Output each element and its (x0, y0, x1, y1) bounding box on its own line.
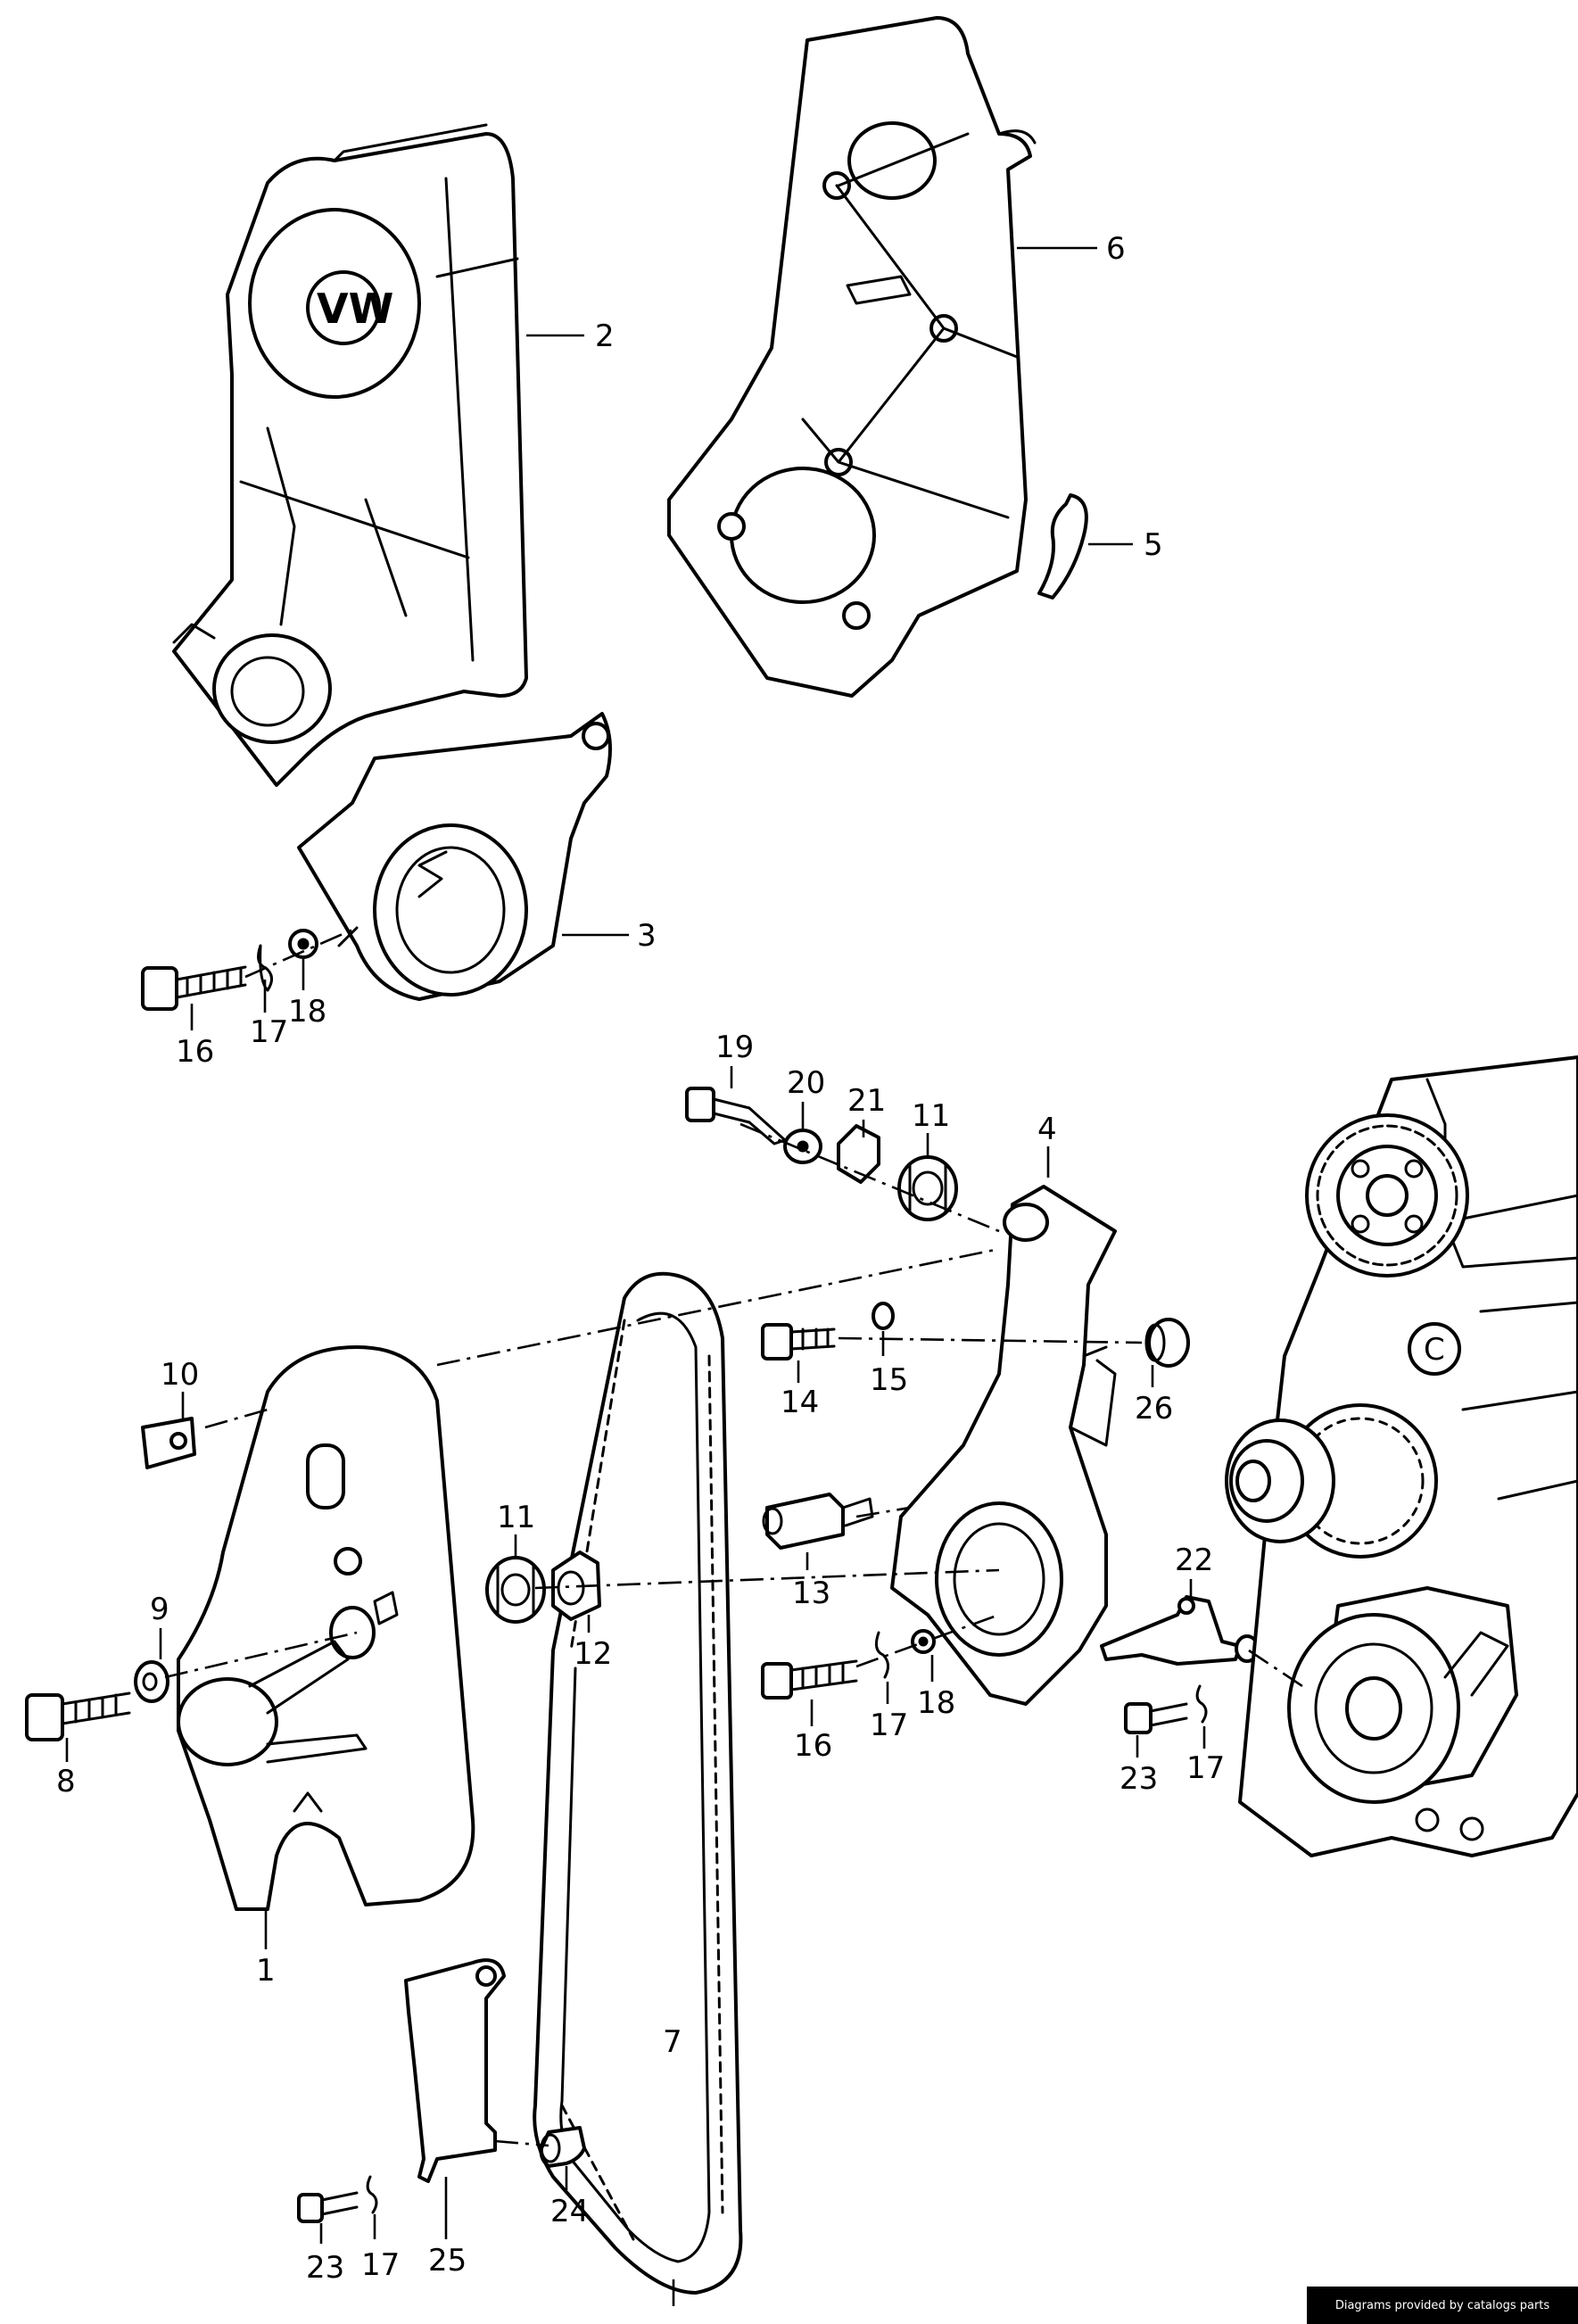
leader-lines (65, 246, 1206, 2306)
callout-23a: 23 (1119, 1761, 1158, 1797)
credit-badge: Diagrams provided by catalogs parts (1307, 2287, 1578, 2324)
callout-1: 1 (256, 1953, 276, 1989)
callout-2: 2 (595, 318, 615, 354)
callout-22: 22 (1175, 1542, 1213, 1578)
svg-text:VW: VW (317, 285, 393, 333)
callout-10: 10 (161, 1357, 199, 1393)
rear-timing-cover-part-6 (667, 16, 1037, 698)
callout-11b: 11 (497, 1500, 535, 1535)
spacer-11-roller-12 (485, 1551, 601, 1624)
callout-18a: 18 (288, 994, 326, 1030)
engine-bracket-part-4 (890, 1185, 1117, 1706)
engine-block: C (1225, 1055, 1578, 1857)
callout-8: 8 (56, 1764, 76, 1799)
bolt-14-washer-15 (761, 1302, 895, 1360)
bolt-8-washer-9 (25, 1660, 169, 1741)
callout-16a: 16 (176, 1034, 214, 1070)
assembly-axes (164, 1122, 1303, 2147)
callout-19: 19 (715, 1030, 754, 1065)
callout-6: 6 (1106, 231, 1126, 267)
callout-14: 14 (781, 1385, 819, 1420)
callout-24: 24 (550, 2194, 589, 2229)
bolt-set-middle (761, 1629, 936, 1700)
upper-timing-cover-part-2: VW (172, 123, 528, 787)
lower-timing-cover-part-1 (177, 1345, 475, 1911)
callout-3: 3 (637, 918, 657, 954)
stack-19-20-21-11 (685, 1087, 958, 1221)
callout-9: 9 (150, 1592, 169, 1627)
bracket-part-22 (1100, 1595, 1260, 1734)
clip-part-5 (1037, 493, 1088, 600)
callout-11a: 11 (912, 1098, 950, 1134)
callout-17b: 17 (870, 1708, 908, 1743)
clip-nut-part-10 (141, 1417, 196, 1469)
bracket-part-25 (297, 1958, 586, 2223)
callout-17a: 17 (250, 1014, 288, 1050)
callout-12: 12 (574, 1636, 612, 1672)
callout-25: 25 (428, 2243, 467, 2279)
callout-17c: 17 (1186, 1750, 1225, 1786)
callout-18b: 18 (917, 1685, 955, 1721)
callout-20: 20 (787, 1065, 825, 1101)
callout-17d: 17 (361, 2247, 400, 2283)
callout-labels: 1 2 3 4 5 6 7 8 9 10 11 11 12 13 14 15 1… (56, 231, 1225, 2286)
bolt-set-top (141, 926, 358, 1011)
bracket-part-3 (297, 712, 612, 1001)
svg-text:C: C (1424, 1332, 1445, 1368)
callout-5: 5 (1144, 527, 1163, 563)
callout-16b: 16 (794, 1728, 832, 1764)
callout-7: 7 (663, 2024, 682, 2060)
callout-26: 26 (1135, 1391, 1173, 1427)
callout-23b: 23 (306, 2250, 344, 2286)
spacer-part-13 (762, 1493, 874, 1550)
callout-15: 15 (870, 1362, 908, 1398)
plug-part-26 (1144, 1318, 1190, 1368)
callout-13: 13 (792, 1576, 830, 1611)
callout-21: 21 (847, 1083, 886, 1119)
callout-4: 4 (1037, 1112, 1057, 1147)
